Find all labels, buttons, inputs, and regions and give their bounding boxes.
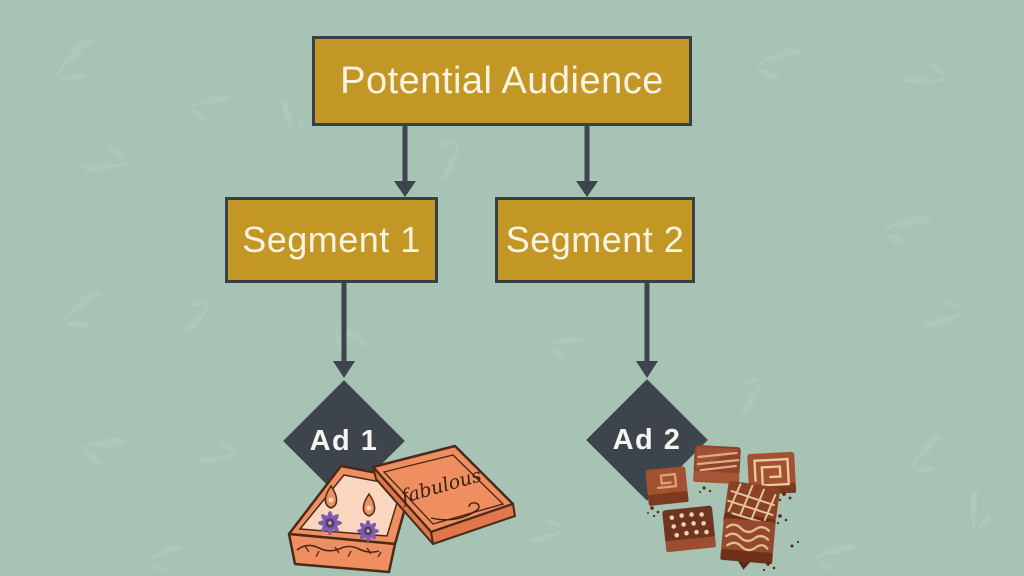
ad1-label: Ad 1 xyxy=(309,424,379,457)
earring-2 xyxy=(357,492,379,542)
chocolate-piece-waves xyxy=(720,518,776,570)
arrow-root-to-segment-1 xyxy=(394,126,416,197)
chocolate-piece-lines xyxy=(693,444,741,485)
arrow-root-to-segment-2 xyxy=(576,126,598,197)
dot-decoration xyxy=(669,512,709,538)
ad2-diamond: Ad 2 xyxy=(586,379,708,501)
vine-decoration xyxy=(296,544,382,558)
node-segment-2: Segment 2 xyxy=(495,197,695,283)
chocolate-crumbs xyxy=(647,486,800,572)
jewelry-box-front xyxy=(287,532,397,574)
ad2-label: Ad 2 xyxy=(612,423,682,456)
jewelry-box-illustration: fabulous xyxy=(287,444,516,574)
node-segment-1: Segment 1 xyxy=(225,197,438,283)
node-potential-audience-label: Potential Audience xyxy=(340,59,664,102)
arrow-segment2-to-ad2 xyxy=(636,282,658,378)
chocolates-illustration xyxy=(645,444,800,572)
chocolate-piece-dots xyxy=(662,505,716,553)
script-flourish xyxy=(430,502,480,521)
earring-1 xyxy=(318,484,342,535)
flower-pendant-2 xyxy=(357,520,379,542)
node-segment-2-label: Segment 2 xyxy=(505,219,685,260)
flower-pendant-1 xyxy=(318,511,342,535)
node-potential-audience: Potential Audience xyxy=(312,36,692,126)
jewelry-box-lid: fabulous xyxy=(371,444,516,545)
ad1-diamond: Ad 1 xyxy=(283,380,405,502)
arrow-segment1-to-ad1 xyxy=(333,282,355,378)
chocolate-piece-spiral xyxy=(645,466,689,506)
node-segment-1-label: Segment 1 xyxy=(242,219,421,260)
